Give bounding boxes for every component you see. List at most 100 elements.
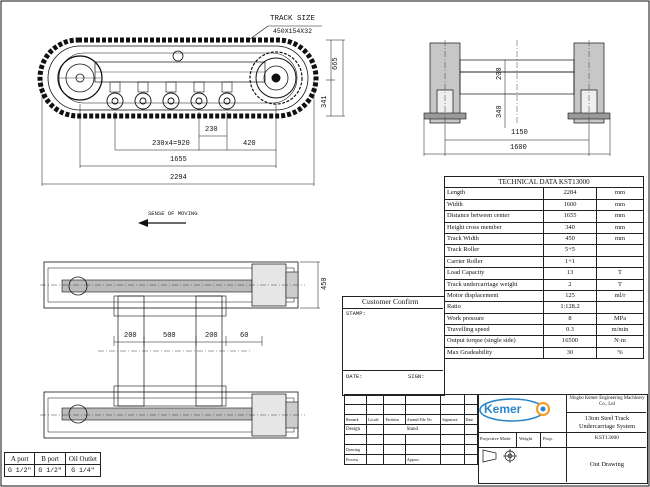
technical-data-cell-u: mm bbox=[596, 232, 644, 246]
front-view bbox=[423, 40, 611, 124]
row-drawing: Drawing bbox=[344, 444, 367, 455]
technical-data-cell-v: 2 bbox=[543, 278, 597, 291]
row-design: Design bbox=[344, 424, 367, 435]
product-line2: Undercarriage System bbox=[578, 423, 636, 430]
technical-data-cell-k: Load Capacity bbox=[444, 267, 544, 280]
dim-1150: 1150 bbox=[511, 129, 528, 137]
dim-1655: 1655 bbox=[170, 156, 187, 164]
dim-665: 665 bbox=[332, 57, 340, 70]
technical-data-cell-k: Distance between center bbox=[444, 210, 544, 223]
top-view-dimensions bbox=[113, 261, 320, 346]
weight-label: Weight bbox=[519, 436, 533, 441]
title-block-right bbox=[478, 394, 648, 484]
port-header-b: B port bbox=[34, 452, 66, 465]
product-line1: 13ton Steel Track bbox=[584, 415, 630, 422]
technical-data-cell-u: T bbox=[596, 267, 644, 280]
port-header-oil: Oil Outlet bbox=[64, 452, 102, 465]
prop-label: Prop. bbox=[543, 436, 553, 441]
technical-data-cell-u bbox=[596, 255, 644, 269]
technical-data-cell-u: T bbox=[596, 278, 644, 291]
technical-data-cell-k: Motor displacement bbox=[444, 289, 544, 303]
sense-of-moving-label: SENSE OF MOVING bbox=[148, 210, 198, 217]
tb-divider-5 bbox=[566, 447, 646, 448]
technical-data-cell-u: mm bbox=[596, 187, 644, 200]
technical-data-cell-v: 16500 bbox=[543, 335, 597, 348]
dim-top-500: 500 bbox=[163, 332, 176, 340]
technical-data-cell-u: mm bbox=[596, 210, 644, 223]
track-size-value: 450X154X32 bbox=[273, 28, 313, 35]
dim-200-front: 200 bbox=[496, 67, 504, 80]
side-view-dimensions bbox=[41, 39, 345, 186]
dim-top-200b: 200 bbox=[205, 332, 218, 340]
drawing-name: Out Drawing bbox=[589, 461, 625, 468]
logo-text: Kemer bbox=[484, 402, 522, 416]
hdr-amend: Amend File No bbox=[404, 414, 442, 425]
company-name: Ningbo Kemer Engineering Machinery Co., … bbox=[569, 396, 645, 407]
technical-data-cell-k: Length bbox=[444, 187, 544, 200]
ports-table: A port B port Oil Outlet G 1/2" G 1/2" G… bbox=[3, 452, 102, 477]
track-size-label: TRACK SIZE bbox=[270, 15, 316, 23]
tb-divider-1 bbox=[478, 432, 646, 433]
sign-label: SIGN: bbox=[408, 373, 425, 380]
technical-data-cell-k: Max Gradeability bbox=[444, 346, 544, 360]
port-value-oil: G 1/4" bbox=[64, 464, 102, 477]
technical-data-cell-u: ml/r bbox=[596, 289, 644, 303]
technical-data-cell-v: 30 bbox=[543, 346, 597, 360]
port-value-a: G 1/2" bbox=[3, 464, 36, 477]
technical-data-cell-v: 450 bbox=[543, 232, 597, 246]
model-number: KST13000 bbox=[594, 435, 620, 441]
technical-data-cell-k: Width bbox=[444, 198, 544, 212]
technical-data-title: TECHNICAL DATA KST13000 bbox=[444, 175, 644, 189]
technical-data-cell-v: 13 bbox=[543, 267, 597, 280]
dim-230x4: 230x4=920 bbox=[152, 140, 190, 148]
hdr-signature: Signature bbox=[440, 414, 465, 425]
technical-data-cell-v: 2284 bbox=[543, 187, 597, 200]
technical-data-cell-v: 5+5 bbox=[543, 244, 597, 257]
technical-data-cell-k: Carrier Roller bbox=[444, 255, 544, 269]
tb-divider-2 bbox=[478, 447, 566, 448]
dim-1600: 1600 bbox=[510, 144, 527, 152]
top-view bbox=[40, 261, 305, 439]
technical-data-cell-k: Height cross member bbox=[444, 221, 544, 234]
technical-data-cell-u: N·m bbox=[596, 335, 644, 348]
dim-top-450: 450 bbox=[321, 277, 329, 290]
hdr-date: Date bbox=[463, 414, 479, 425]
technical-data-cell-u bbox=[596, 244, 644, 257]
technical-data-cell-v: 8 bbox=[543, 312, 597, 326]
technical-data-cell-v: 1655 bbox=[543, 210, 597, 223]
hdr-locale: Locale bbox=[365, 414, 385, 425]
date-label: DATE: bbox=[346, 373, 363, 380]
dim-top-60: 60 bbox=[240, 332, 249, 340]
customer-confirm-header bbox=[342, 296, 443, 309]
customer-confirm-title: Customer Confirm bbox=[362, 297, 419, 306]
tb-divider-6 bbox=[516, 432, 517, 447]
technical-data-cell-v: 1+1 bbox=[543, 255, 597, 269]
tb-divider-3 bbox=[566, 394, 567, 482]
stamp-label: STAMP: bbox=[346, 310, 366, 317]
technical-data-cell-k: Track Roller bbox=[444, 244, 544, 257]
technical-data-cell-k: Work pressure bbox=[444, 312, 544, 326]
technical-data-cell-k: Ratio bbox=[444, 301, 544, 314]
dim-341: 341 bbox=[321, 95, 329, 108]
hdr-partition: Partition bbox=[383, 414, 406, 425]
row-process: Process bbox=[344, 454, 367, 465]
dim-2294: 2294 bbox=[170, 174, 187, 182]
technical-data-cell-v: 1600 bbox=[543, 198, 597, 212]
projection-symbol-icon bbox=[482, 449, 517, 463]
